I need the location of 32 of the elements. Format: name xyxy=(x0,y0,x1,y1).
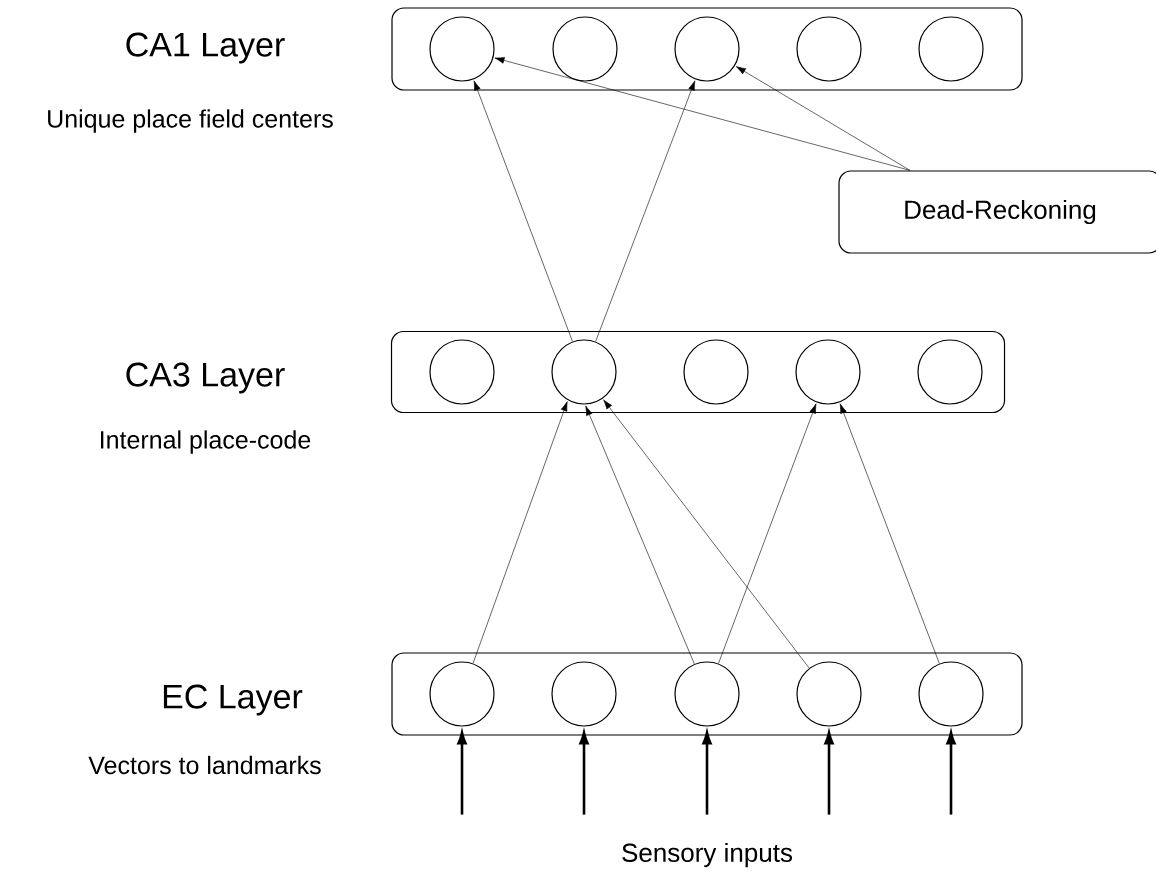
neuron-circle xyxy=(429,661,495,727)
neuron-circle xyxy=(551,661,617,727)
arrow xyxy=(839,403,940,664)
arrow xyxy=(494,57,911,171)
layer-description: Internal place-code xyxy=(101,430,311,454)
arrow xyxy=(472,401,568,664)
neuron-circle xyxy=(796,661,862,727)
layer-heading: EC Layer xyxy=(163,684,303,716)
neuron-circle xyxy=(429,16,495,82)
arrow xyxy=(603,399,810,669)
caption-text: Sensory inputs xyxy=(622,842,792,868)
layer-heading: CA1 Layer xyxy=(126,32,285,64)
neuron-circle xyxy=(552,16,618,82)
arrow xyxy=(595,80,696,342)
neuron-circle xyxy=(917,339,983,405)
layer-heading: CA3 Layer xyxy=(126,362,285,394)
neuron-circle xyxy=(674,16,740,82)
neuron-circle xyxy=(683,339,749,405)
neuron-circle xyxy=(795,339,861,405)
layer-description: Vectors to landmarks xyxy=(88,755,321,775)
neuron-circle xyxy=(429,339,495,405)
neuron-circle xyxy=(674,661,740,727)
arrow xyxy=(735,66,911,171)
neuron-circle xyxy=(551,339,617,405)
neuron-circle xyxy=(918,661,984,727)
arrow xyxy=(585,405,695,665)
arrow xyxy=(718,403,817,664)
neuron-circle xyxy=(796,16,862,82)
process-box: Dead-Reckoning xyxy=(838,170,1156,254)
arrow xyxy=(473,80,573,342)
layer-description: Unique place field centers xyxy=(48,109,333,133)
neuron-circle xyxy=(918,16,984,82)
